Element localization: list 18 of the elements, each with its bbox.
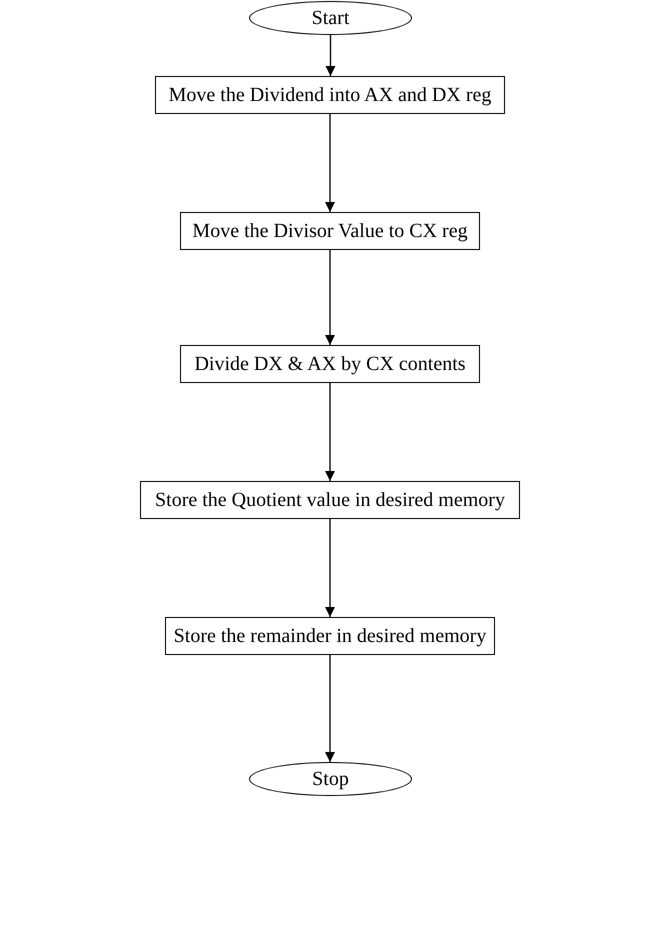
arrow — [325, 250, 335, 345]
step-text: Move the Dividend into AX and DX reg — [168, 84, 492, 106]
process-box — [180, 212, 480, 250]
process-box — [155, 76, 505, 114]
step-text: Move the Divisor Value to CX reg — [192, 220, 468, 242]
step-text: Stop — [312, 768, 349, 790]
process-box — [180, 345, 480, 383]
step-text: Store the remainder in desired memory — [174, 624, 486, 648]
process-box — [140, 481, 520, 519]
arrow — [325, 519, 335, 617]
arrow — [325, 114, 335, 212]
arrow — [325, 383, 335, 481]
step-text: Divide DX & AX by CX contents — [194, 352, 466, 376]
arrow — [326, 35, 336, 76]
process-box — [165, 617, 495, 655]
arrow — [325, 655, 335, 762]
step-text: Store the Quotient value in desired memory — [155, 488, 505, 512]
step-text: Start — [312, 6, 350, 30]
